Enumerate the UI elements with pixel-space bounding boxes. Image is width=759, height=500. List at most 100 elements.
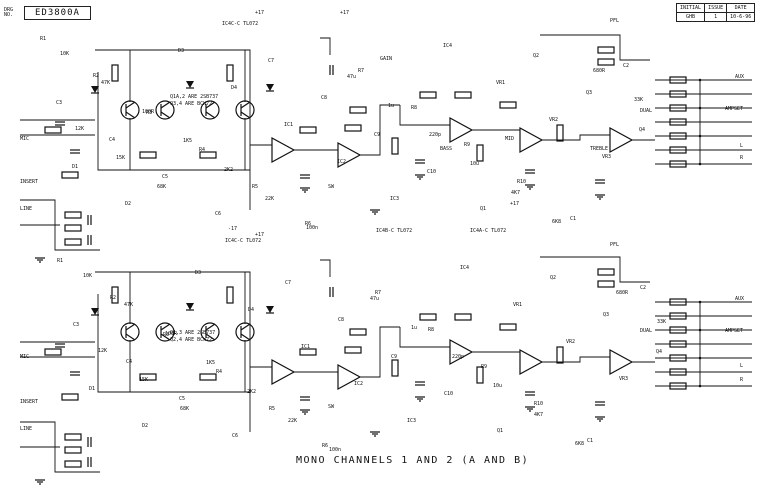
resistor — [669, 76, 687, 84]
component-value: 33K — [657, 319, 666, 325]
component-label: C2 — [623, 63, 629, 69]
transistor-emitter — [125, 111, 136, 119]
diode-body — [91, 86, 99, 93]
component-label: R9 — [481, 364, 487, 370]
capacitor — [525, 169, 535, 174]
component-label: Q3 — [586, 90, 592, 96]
drawing-caption: MONO CHANNELS 1 AND 2 (A AND B) — [296, 455, 530, 466]
component-label: D2 — [142, 423, 148, 429]
component-label: C8 — [338, 317, 344, 323]
transistor-body — [155, 100, 175, 120]
transistor-body — [120, 100, 140, 120]
eq-label: MID — [505, 136, 514, 142]
transistor — [235, 322, 255, 342]
transistor-collector — [205, 323, 216, 331]
component-label: C3 — [73, 322, 79, 328]
eq-label: TREBLE — [590, 146, 608, 152]
transistor-body — [235, 322, 255, 342]
transistor — [235, 100, 255, 120]
transistor-body — [120, 322, 140, 342]
resistor — [299, 348, 317, 356]
capacitor — [329, 287, 334, 297]
opamp — [519, 126, 544, 154]
component-label: C4 — [126, 359, 132, 365]
resistor — [349, 328, 367, 336]
transistor-emitter — [125, 333, 136, 341]
component-label: IC3 — [390, 196, 399, 202]
resistor — [669, 368, 687, 376]
component-label: C8 — [321, 95, 327, 101]
resistor — [199, 151, 217, 159]
pfl-label: PFL — [610, 242, 619, 248]
diode-body — [266, 306, 274, 313]
component-label: C6 — [232, 433, 238, 439]
component-label: R5 — [252, 184, 258, 190]
component-label: D3 — [178, 48, 184, 54]
transistor-collector — [160, 323, 171, 331]
transistor — [120, 100, 140, 120]
opamp — [337, 363, 362, 391]
component-label: VR3 — [619, 376, 628, 382]
component-value: 4K7 — [534, 412, 543, 418]
resistor — [64, 224, 82, 232]
transistor-collector — [160, 101, 171, 109]
capacitor — [595, 179, 605, 184]
transistor-note: Q2,4 ARE BCW72 — [170, 337, 212, 343]
ampset-label: AMPSET — [725, 328, 743, 334]
schematic-components — [35, 46, 687, 485]
capacitor — [70, 149, 80, 154]
supply-rail — [95, 271, 251, 432]
wire — [472, 351, 521, 357]
wire — [472, 129, 521, 135]
resistor — [669, 354, 687, 362]
capacitor — [55, 343, 65, 348]
wire — [399, 105, 450, 126]
transistor-emitter — [205, 333, 216, 341]
ground-symbol — [35, 257, 45, 263]
supply-label: -17 — [228, 226, 237, 232]
component-label: R10 — [534, 401, 543, 407]
opamp — [519, 348, 544, 376]
diode — [91, 86, 99, 94]
ic-label: IC4C-C TL072 — [225, 238, 261, 244]
component-value: 22K — [288, 418, 297, 424]
component-value: 2K2 — [224, 167, 233, 173]
component-value: 47K — [124, 302, 133, 308]
component-label: C9 — [391, 354, 397, 360]
wire — [542, 134, 610, 141]
resistor — [226, 286, 234, 304]
dual-label: DUAL — [640, 328, 652, 334]
resistor — [61, 171, 79, 179]
component-label: Q2 — [550, 275, 556, 281]
resistor — [419, 91, 437, 99]
component-value: 220p — [452, 354, 464, 360]
resistor — [344, 124, 362, 132]
component-label: R7 — [358, 68, 364, 74]
supply-label: +17 — [340, 10, 349, 16]
component-value: 100R — [165, 331, 178, 337]
component-label: D1 — [89, 386, 95, 392]
aux-label: AUX — [735, 74, 744, 80]
component-label: VR1 — [513, 302, 522, 308]
component-value: 680R — [593, 68, 606, 74]
dual-label: DUAL — [640, 108, 652, 114]
component-value: 6K8 — [552, 219, 561, 225]
diode — [186, 81, 194, 89]
component-value: 2K2 — [247, 389, 256, 395]
diode — [266, 84, 274, 92]
component-value: 100n — [329, 447, 341, 453]
insert-label: INSERT — [20, 399, 38, 405]
transistor — [120, 322, 140, 342]
drawing-number-label: DRG NO. — [4, 7, 14, 18]
component-label: C5 — [179, 396, 185, 402]
supply-label: +17 — [510, 201, 519, 207]
component-value: 47K — [101, 80, 110, 86]
resistor — [669, 132, 687, 140]
component-label: R4 — [199, 147, 205, 153]
component-label: C10 — [444, 391, 453, 397]
resistor — [64, 433, 82, 441]
diode — [186, 303, 194, 311]
resistor — [499, 323, 517, 331]
opamp — [337, 141, 362, 169]
resistor — [64, 211, 82, 219]
